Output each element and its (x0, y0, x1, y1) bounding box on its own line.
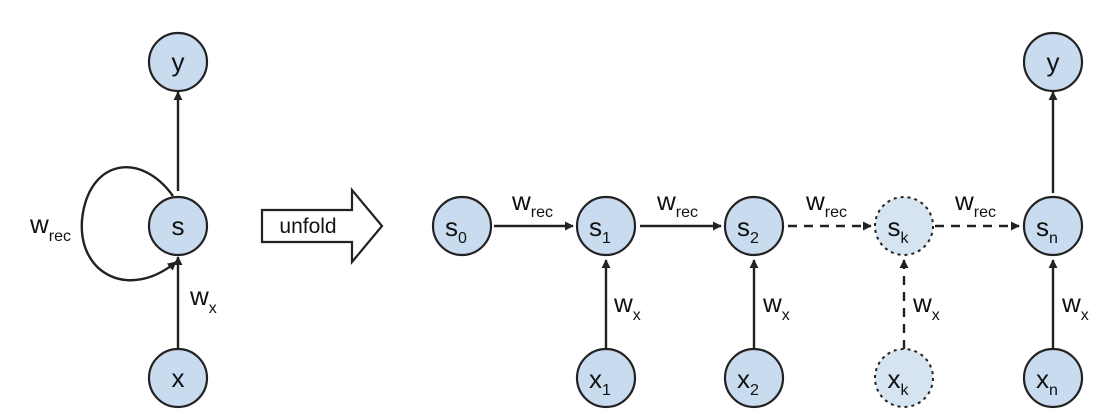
state-node-circle (1022, 195, 1084, 257)
rec-weight-label: wrec (805, 186, 847, 221)
output-node-y: y (1022, 31, 1084, 93)
input-node-label: x2 (737, 364, 759, 399)
state-node-label: sk (888, 212, 910, 247)
input-node-circle (1022, 347, 1084, 409)
weight-label-x: wx (189, 281, 217, 317)
node-x: x (147, 347, 209, 409)
folded-rnn: y s x wrec wx (29, 31, 217, 409)
input-node-label: x1 (589, 364, 611, 399)
unfold-label: unfold (279, 215, 336, 238)
rec-weight-label: wrec (511, 186, 553, 221)
state-node-circle (575, 195, 637, 257)
node-y: y (147, 31, 209, 93)
edge-recurrent-loop (80, 166, 177, 282)
rec-weight-label: wrec (656, 186, 698, 221)
node-x-label: x (172, 363, 185, 393)
state-node-s0: s0 (431, 195, 493, 257)
state-node-circle (723, 195, 785, 257)
input-weight-label: wx (613, 288, 641, 324)
input-node-x2: x2 (723, 347, 785, 409)
input-node-xn: xn (1022, 347, 1084, 409)
input-weight-label: wx (1061, 288, 1089, 324)
state-node-circle (874, 196, 934, 256)
node-x-circle (147, 347, 209, 409)
state-node-s1: s1 (575, 195, 637, 257)
state-node-label: s2 (737, 212, 759, 247)
unfolded-rnn: s0 s1 s2 sk sn y x1 x2 (431, 31, 1089, 409)
node-y-label: y (172, 47, 185, 77)
unfold-arrow-shape (260, 186, 384, 266)
input-node-circle (723, 347, 785, 409)
input-node-circle (874, 348, 934, 408)
input-weight-label: wx (762, 288, 790, 324)
unfold-arrow: unfold (260, 186, 384, 266)
input-node-x1: x1 (575, 347, 637, 409)
weight-label-rec: wrec (29, 209, 71, 245)
output-node-circle (1022, 31, 1084, 93)
state-node-label: sn (1036, 212, 1058, 247)
state-node-circle (431, 195, 493, 257)
input-node-circle (575, 347, 637, 409)
node-s-circle (147, 195, 209, 257)
state-node-sn: sn (1022, 195, 1084, 257)
input-weight-label: wx (912, 288, 940, 324)
node-s-label: s (172, 211, 185, 241)
node-s: s (147, 195, 209, 257)
state-node-sk: sk (874, 196, 934, 256)
node-y-circle (147, 31, 209, 93)
input-node-xk: xk (874, 348, 934, 408)
state-node-label: s1 (589, 212, 611, 247)
input-node-label: xk (888, 364, 910, 399)
state-node-label: s0 (445, 212, 467, 247)
rec-weight-label: wrec (954, 186, 996, 221)
input-node-label: xn (1036, 364, 1058, 399)
state-node-s2: s2 (723, 195, 785, 257)
output-node-label: y (1047, 47, 1060, 77)
